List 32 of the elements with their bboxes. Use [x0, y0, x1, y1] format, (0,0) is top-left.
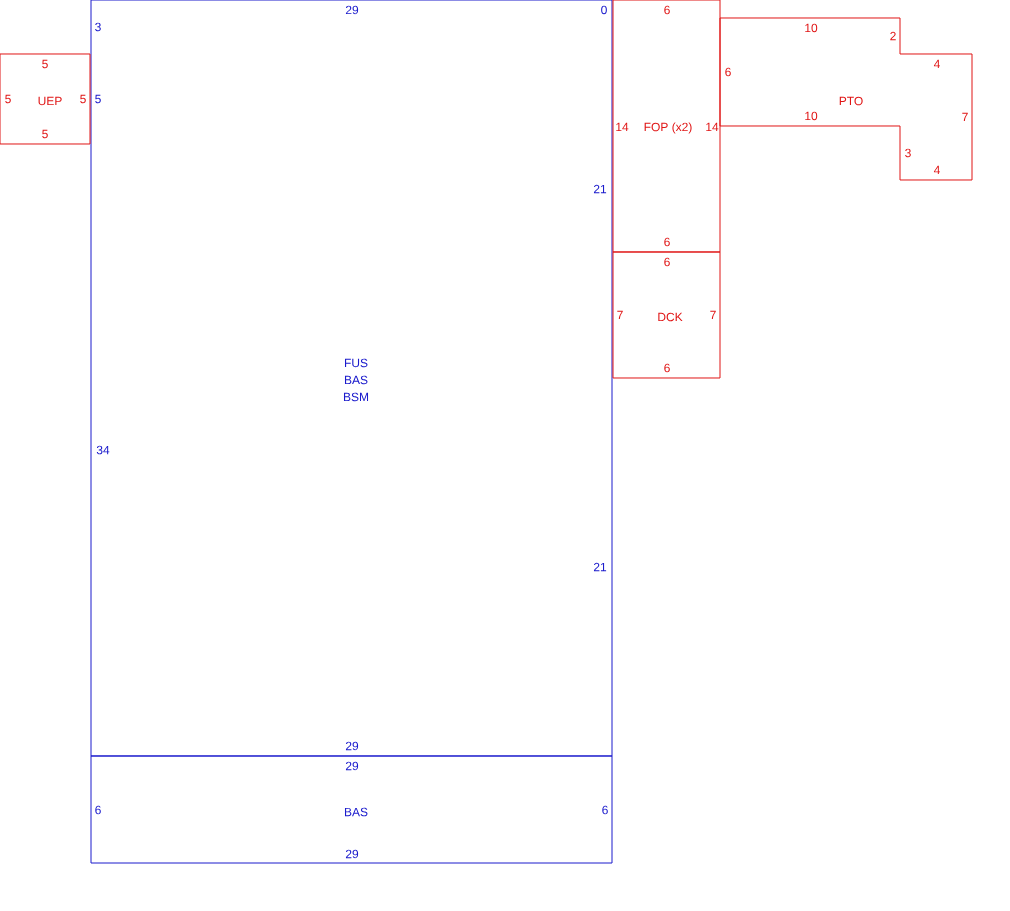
dimension-label: 29 — [345, 741, 359, 751]
dimension-label: 6 — [95, 805, 101, 815]
dimension-label: 7 — [617, 310, 623, 320]
dimension-label: 21 — [593, 184, 607, 194]
dimension-label: 6 — [602, 805, 608, 815]
dimension-label: 4 — [933, 165, 940, 175]
dimension-label: 5 — [5, 94, 11, 104]
dimension-label: 5 — [42, 59, 48, 69]
dimension-label: 10 — [805, 23, 818, 33]
dimension-label: 4 — [933, 59, 940, 69]
dimension-label: 29 — [345, 5, 359, 15]
dimension-label: 6 — [664, 363, 670, 373]
dimension-label: 6 — [664, 257, 670, 267]
dimension-label: 14 — [616, 122, 629, 132]
dimension-label: 6 — [664, 237, 670, 247]
dimension-label: 7 — [710, 310, 716, 320]
dimension-label: 5 — [80, 94, 86, 104]
dimension-label: 29 — [345, 761, 359, 771]
dimension-label: 2 — [890, 31, 896, 41]
dimension-label: 6 — [725, 67, 731, 77]
dimension-label: 5 — [42, 129, 48, 139]
dimension-label: 10 — [805, 111, 818, 121]
dimension-label: 14 — [706, 122, 719, 132]
dimension-label: 29 — [345, 849, 359, 859]
dimension-label: 3 — [95, 22, 101, 32]
dimension-label: 0 — [601, 5, 607, 15]
dimension-label: 6 — [664, 5, 670, 15]
dimension-label: 3 — [905, 148, 911, 158]
dimension-label: 34 — [96, 445, 110, 455]
dimension-label: 21 — [593, 562, 607, 572]
dimension-label: 5 — [95, 94, 101, 104]
dimension-label: 7 — [962, 112, 968, 122]
